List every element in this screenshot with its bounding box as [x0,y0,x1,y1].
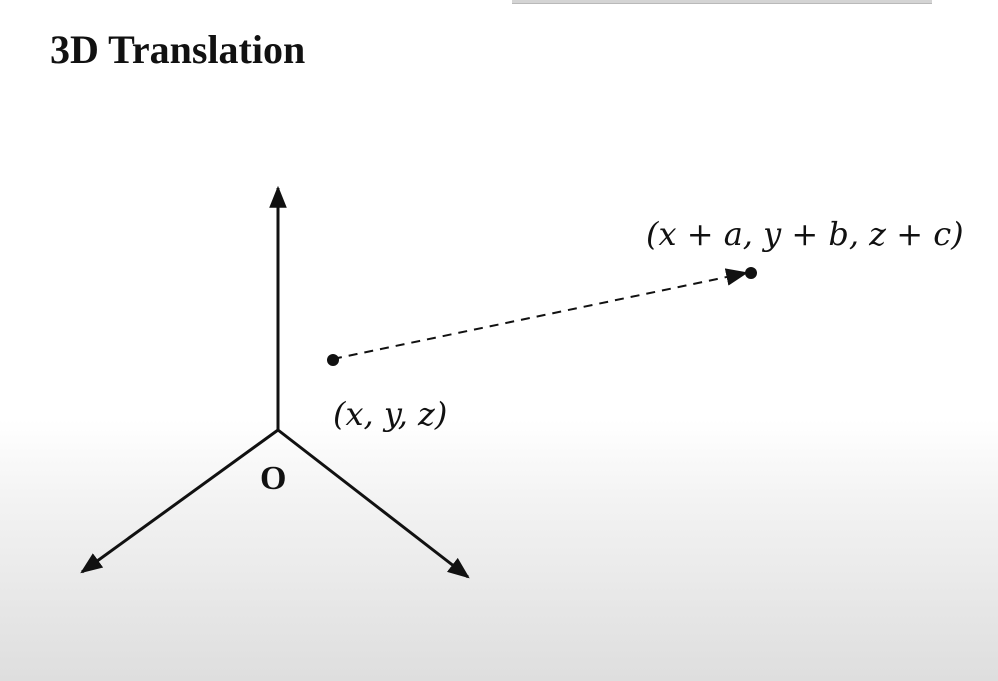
start-point [327,354,339,366]
start-point-label: (x, y, z) [333,395,447,433]
page-title: 3D Translation [50,27,306,72]
end-point-label: (x + a, y + b, z + c) [646,215,964,253]
top-bar [512,0,932,4]
x-axis [80,428,279,574]
origin-label: O [260,460,286,497]
end-point [745,267,757,279]
translation-vector [332,268,749,360]
y-axis [277,428,470,579]
